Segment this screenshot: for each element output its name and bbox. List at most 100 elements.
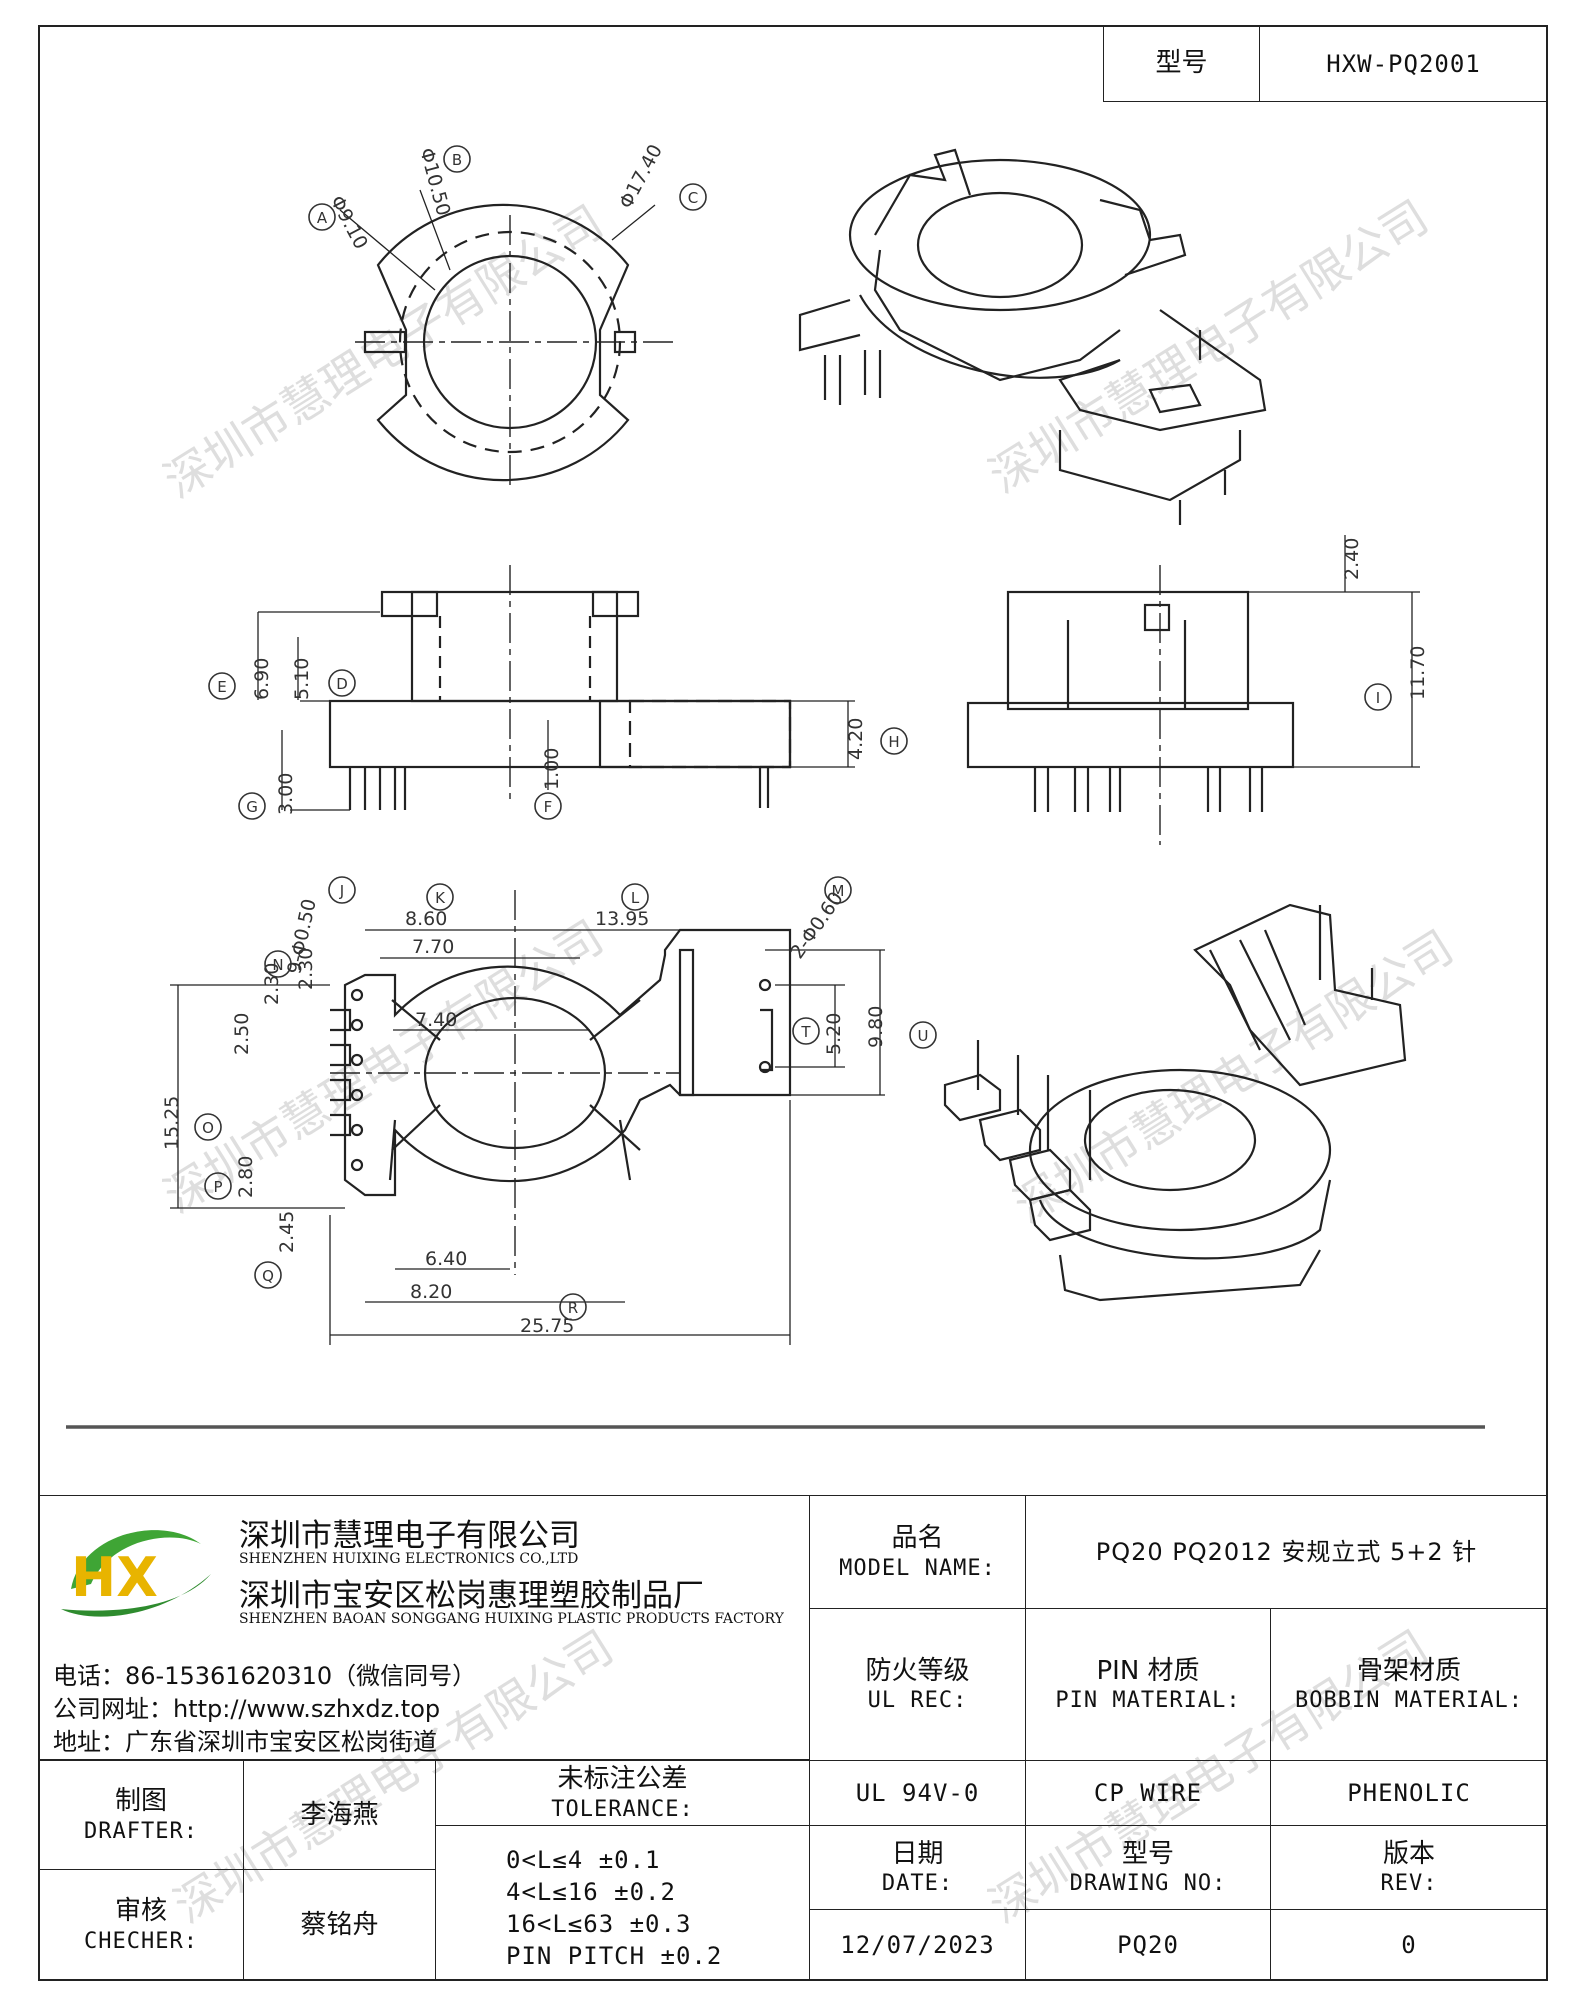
rev-label-en: REV: xyxy=(1380,1871,1438,1896)
bobbin-material-label-cell: 骨架材质 BOBBIN MATERIAL: xyxy=(1270,1608,1548,1761)
rev-label-cn: 版本 xyxy=(1382,1838,1435,1869)
type-value-cell: HXW-PQ2001 xyxy=(1259,25,1548,102)
balloon-c: C xyxy=(688,189,698,207)
dim-u: 9.80 xyxy=(865,1006,887,1048)
balloon-t: T xyxy=(800,1023,811,1041)
balloon-o: O xyxy=(202,1119,214,1137)
dim-i-top: 2.40 xyxy=(1341,538,1363,580)
dim-d: 5.10 xyxy=(291,658,313,700)
drafter-label-cell: 制图 DRAFTER: xyxy=(38,1760,244,1870)
dim-l: 13.95 xyxy=(595,908,649,930)
tolerance-values-cell: 0<L≤4 ±0.1 4<L≤16 ±0.2 16<L≤63 ±0.3 PIN … xyxy=(435,1825,810,1981)
factory-name-en: SHENZHEN BAOAN SONGGANG HUIXING PLASTIC … xyxy=(239,1611,784,1627)
dim-250: 2.50 xyxy=(231,1013,253,1055)
fire-label-en: UL REC: xyxy=(867,1688,968,1713)
checker-value-cell: 蔡铭舟 xyxy=(243,1869,436,1981)
dim-a: Φ9.10 xyxy=(326,192,372,253)
model-label-en: MODEL NAME: xyxy=(839,1555,996,1581)
checker-label-cn: 审核 xyxy=(114,1896,167,1926)
tolerance-label-cn: 未标注公差 xyxy=(557,1764,688,1794)
rev-value-cell: 0 xyxy=(1270,1909,1548,1981)
balloon-l: L xyxy=(631,889,640,907)
balloon-b: B xyxy=(452,151,462,169)
dim-t: 5.20 xyxy=(823,1013,845,1055)
dim-c: Φ17.40 xyxy=(615,141,667,213)
drafter-label-en: DRAFTER: xyxy=(84,1818,198,1844)
drawing-no-value: PQ20 xyxy=(1117,1931,1179,1959)
balloon-d: D xyxy=(336,675,348,693)
company-name-en: SHENZHEN HUIXING ELECTRONICS CO.,LTD xyxy=(239,1551,579,1567)
pin-material-label-en: PIN MATERIAL: xyxy=(1055,1688,1241,1713)
fire-value-cell: UL 94V-0 xyxy=(809,1760,1026,1826)
company-block: HX 深圳市慧理电子有限公司 SHENZHEN HUIXING ELECTRON… xyxy=(38,1495,810,1760)
bobbin-material-label-en: BOBBIN MATERIAL: xyxy=(1295,1688,1523,1713)
dim-p: 2.80 xyxy=(235,1156,257,1198)
pin-material-label-cell: PIN 材质 PIN MATERIAL: xyxy=(1025,1608,1271,1761)
balloon-g: G xyxy=(246,798,258,816)
balloon-i: I xyxy=(1376,689,1380,707)
fire-value: UL 94V-0 xyxy=(855,1779,980,1807)
date-label-cn: 日期 xyxy=(891,1838,944,1869)
drawing-no-label-en: DRAWING NO: xyxy=(1069,1871,1227,1896)
balloon-e: E xyxy=(217,678,226,696)
dim-640: 6.40 xyxy=(425,1248,467,1270)
dim-740: 7.40 xyxy=(415,1009,457,1031)
pin-material-label-cn: PIN 材质 xyxy=(1096,1655,1200,1686)
tolerance-label-en: TOLERANCE: xyxy=(551,1796,694,1822)
dim-820: 8.20 xyxy=(410,1281,452,1303)
dim-g: 3.00 xyxy=(275,773,297,815)
balloon-m: M xyxy=(832,882,845,900)
iso-view-bottom xyxy=(943,903,1407,1302)
checker-value: 蔡铭舟 xyxy=(300,1909,379,1940)
dim-i: 11.70 xyxy=(1407,646,1429,700)
tolerance-label-cell: 未标注公差 TOLERANCE: xyxy=(435,1760,810,1826)
type-label-cell: 型号 xyxy=(1103,25,1260,102)
dim-o: 15.25 xyxy=(161,1096,183,1150)
company-website: 公司网址：http://www.szhxdz.top xyxy=(53,1695,441,1723)
model-value-cell: PQ20 PQ2012 安规立式 5+2 针 xyxy=(1025,1495,1548,1609)
balloon-p: P xyxy=(213,1178,222,1196)
model-label-cn: 品名 xyxy=(891,1523,944,1553)
tolerance-line: PIN PITCH ±0.2 xyxy=(506,1942,723,1970)
type-value: HXW-PQ2001 xyxy=(1326,49,1481,78)
company-phone: 电话：86-15361620310（微信同号） xyxy=(53,1662,477,1690)
rev-value: 0 xyxy=(1401,1931,1417,1959)
dim-n: 2.30 xyxy=(295,948,317,990)
drafter-value-cell: 李海燕 xyxy=(243,1760,436,1870)
bobbin-material-value: PHENOLIC xyxy=(1347,1779,1471,1807)
logo-text: HX xyxy=(71,1546,158,1609)
balloon-a: A xyxy=(317,209,328,227)
bobbin-material-label-cn: 骨架材质 xyxy=(1356,1655,1461,1686)
model-value: PQ20 PQ2012 安规立式 5+2 针 xyxy=(1095,1538,1478,1566)
type-label: 型号 xyxy=(1155,48,1208,79)
tolerance-line: 16<L≤63 ±0.3 xyxy=(506,1910,692,1938)
company-name-cn: 深圳市慧理电子有限公司 xyxy=(239,1518,580,1554)
checker-label-en: CHECHER: xyxy=(84,1928,198,1954)
drawing-no-value-cell: PQ20 xyxy=(1025,1909,1271,1981)
balloon-k: K xyxy=(435,889,446,907)
date-value-cell: 12/07/2023 xyxy=(809,1909,1026,1981)
company-address: 地址：广东省深圳市宝安区松岗街道 xyxy=(53,1728,437,1756)
pin-material-value-cell: CP WIRE xyxy=(1025,1760,1271,1826)
date-label-cell: 日期 DATE: xyxy=(809,1825,1026,1910)
balloon-n: N xyxy=(272,956,283,974)
dim-q: 2.45 xyxy=(276,1211,298,1253)
tolerance-line: 0<L≤4 ±0.1 xyxy=(506,1846,661,1874)
side-view-side xyxy=(966,535,1420,845)
drawing-no-label-cell: 型号 DRAWING NO: xyxy=(1025,1825,1271,1910)
side-view-front xyxy=(257,565,855,811)
dim-k: 8.60 xyxy=(405,908,447,930)
tolerance-line: 4<L≤16 ±0.2 xyxy=(506,1878,676,1906)
fire-label-cell: 防火等级 UL REC: xyxy=(809,1608,1026,1761)
balloon-q: Q xyxy=(262,1267,274,1285)
model-label-cell: 品名 MODEL NAME: xyxy=(809,1495,1026,1609)
top-view xyxy=(339,189,675,485)
drafter-value: 李海燕 xyxy=(300,1799,379,1830)
technical-drawing: A B C E D G F H I J K L M N T U O P Q R … xyxy=(66,141,1485,1429)
balloon-u: U xyxy=(918,1027,929,1045)
date-value: 12/07/2023 xyxy=(840,1931,995,1959)
date-label-en: DATE: xyxy=(881,1871,954,1896)
bottom-view xyxy=(170,890,885,1345)
dim-r: 25.75 xyxy=(520,1315,574,1337)
checker-label-cell: 审核 CHECHER: xyxy=(38,1869,244,1981)
